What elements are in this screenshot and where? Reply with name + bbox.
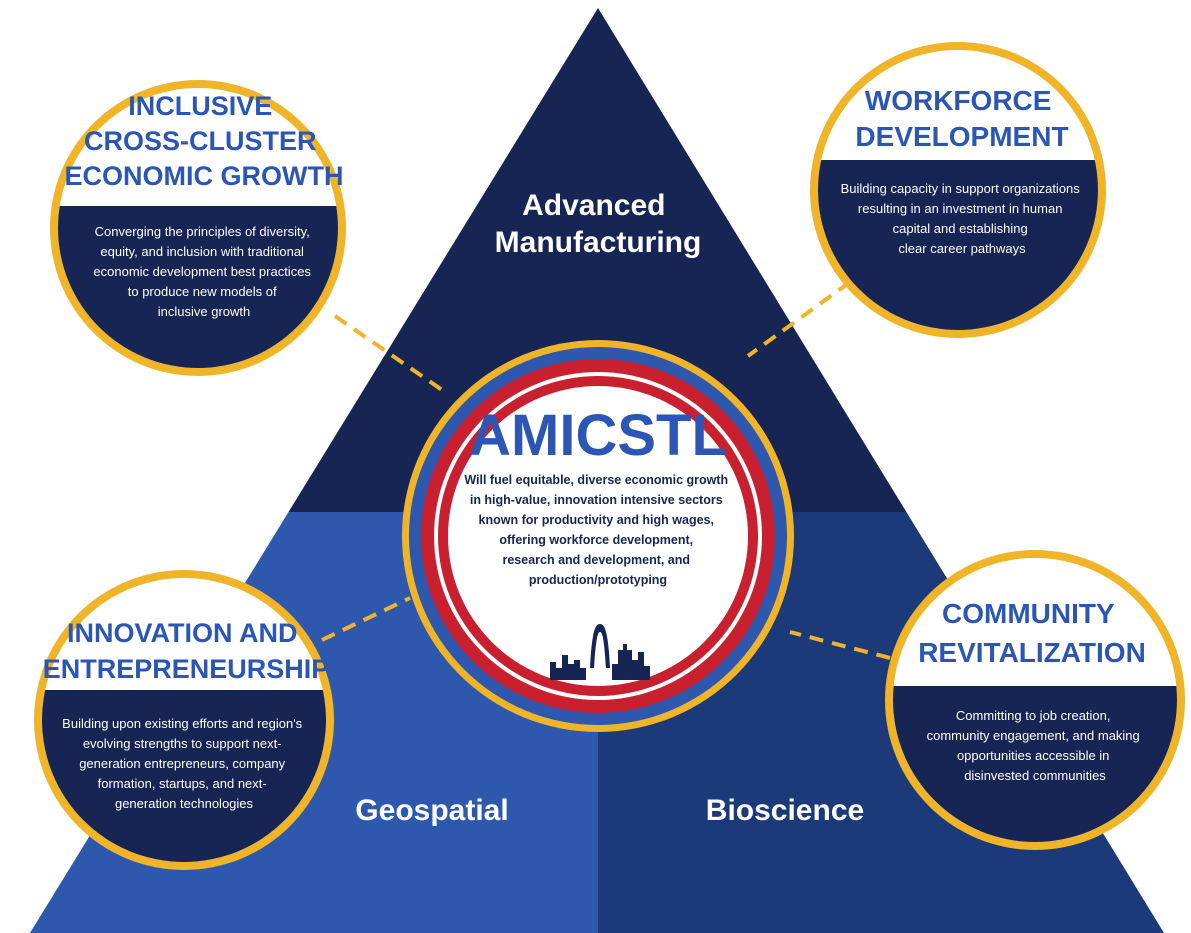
segment-bioscience-label: Bioscience	[706, 794, 864, 827]
segment-geospatial-label: Geospatial	[355, 794, 508, 827]
st-louis-skyline-icon	[550, 624, 650, 680]
pillar-title: COMMUNITY REVITALIZATION	[918, 598, 1146, 668]
pillar-description: Building capacity in support organizatio…	[841, 181, 1084, 256]
connector-bottom-left	[321, 596, 411, 642]
segment-top-label: Advanced Manufacturing	[495, 189, 702, 259]
pillar-description: Converging the principles of diversity, …	[93, 224, 314, 319]
pillar-title: INNOVATION AND ENTREPRENEURSHIP	[43, 618, 330, 684]
center-description: Will fuel equitable, diverse economic gr…	[464, 473, 731, 587]
pillar-title: INCLUSIVE CROSS-CLUSTER ECONOMIC GROWTH	[65, 91, 344, 191]
hub-inner-face	[448, 386, 748, 686]
connector-top-right	[746, 280, 852, 358]
pillar-innovation-entrepreneurship: INNOVATION AND ENTREPRENEURSHIP Building…	[34, 570, 334, 870]
connector-bottom-right	[789, 630, 891, 660]
center-title: AMICSTL	[469, 403, 727, 468]
connectors	[321, 280, 891, 660]
pillar-title: WORKFORCE DEVELOPMENT	[855, 85, 1068, 152]
center-hub	[402, 340, 794, 732]
pillar-inclusive-growth: INCLUSIVE CROSS-CLUSTER ECONOMIC GROWTH …	[50, 80, 346, 376]
pillar-workforce-development: WORKFORCE DEVELOPMENT Building capacity …	[810, 42, 1106, 338]
pillar-description: Building upon existing efforts and regio…	[62, 716, 306, 811]
pillar-community-revitalization: COMMUNITY REVITALIZATION Committing to j…	[885, 550, 1185, 850]
pillar-description: Committing to job creation, community en…	[927, 708, 1144, 783]
